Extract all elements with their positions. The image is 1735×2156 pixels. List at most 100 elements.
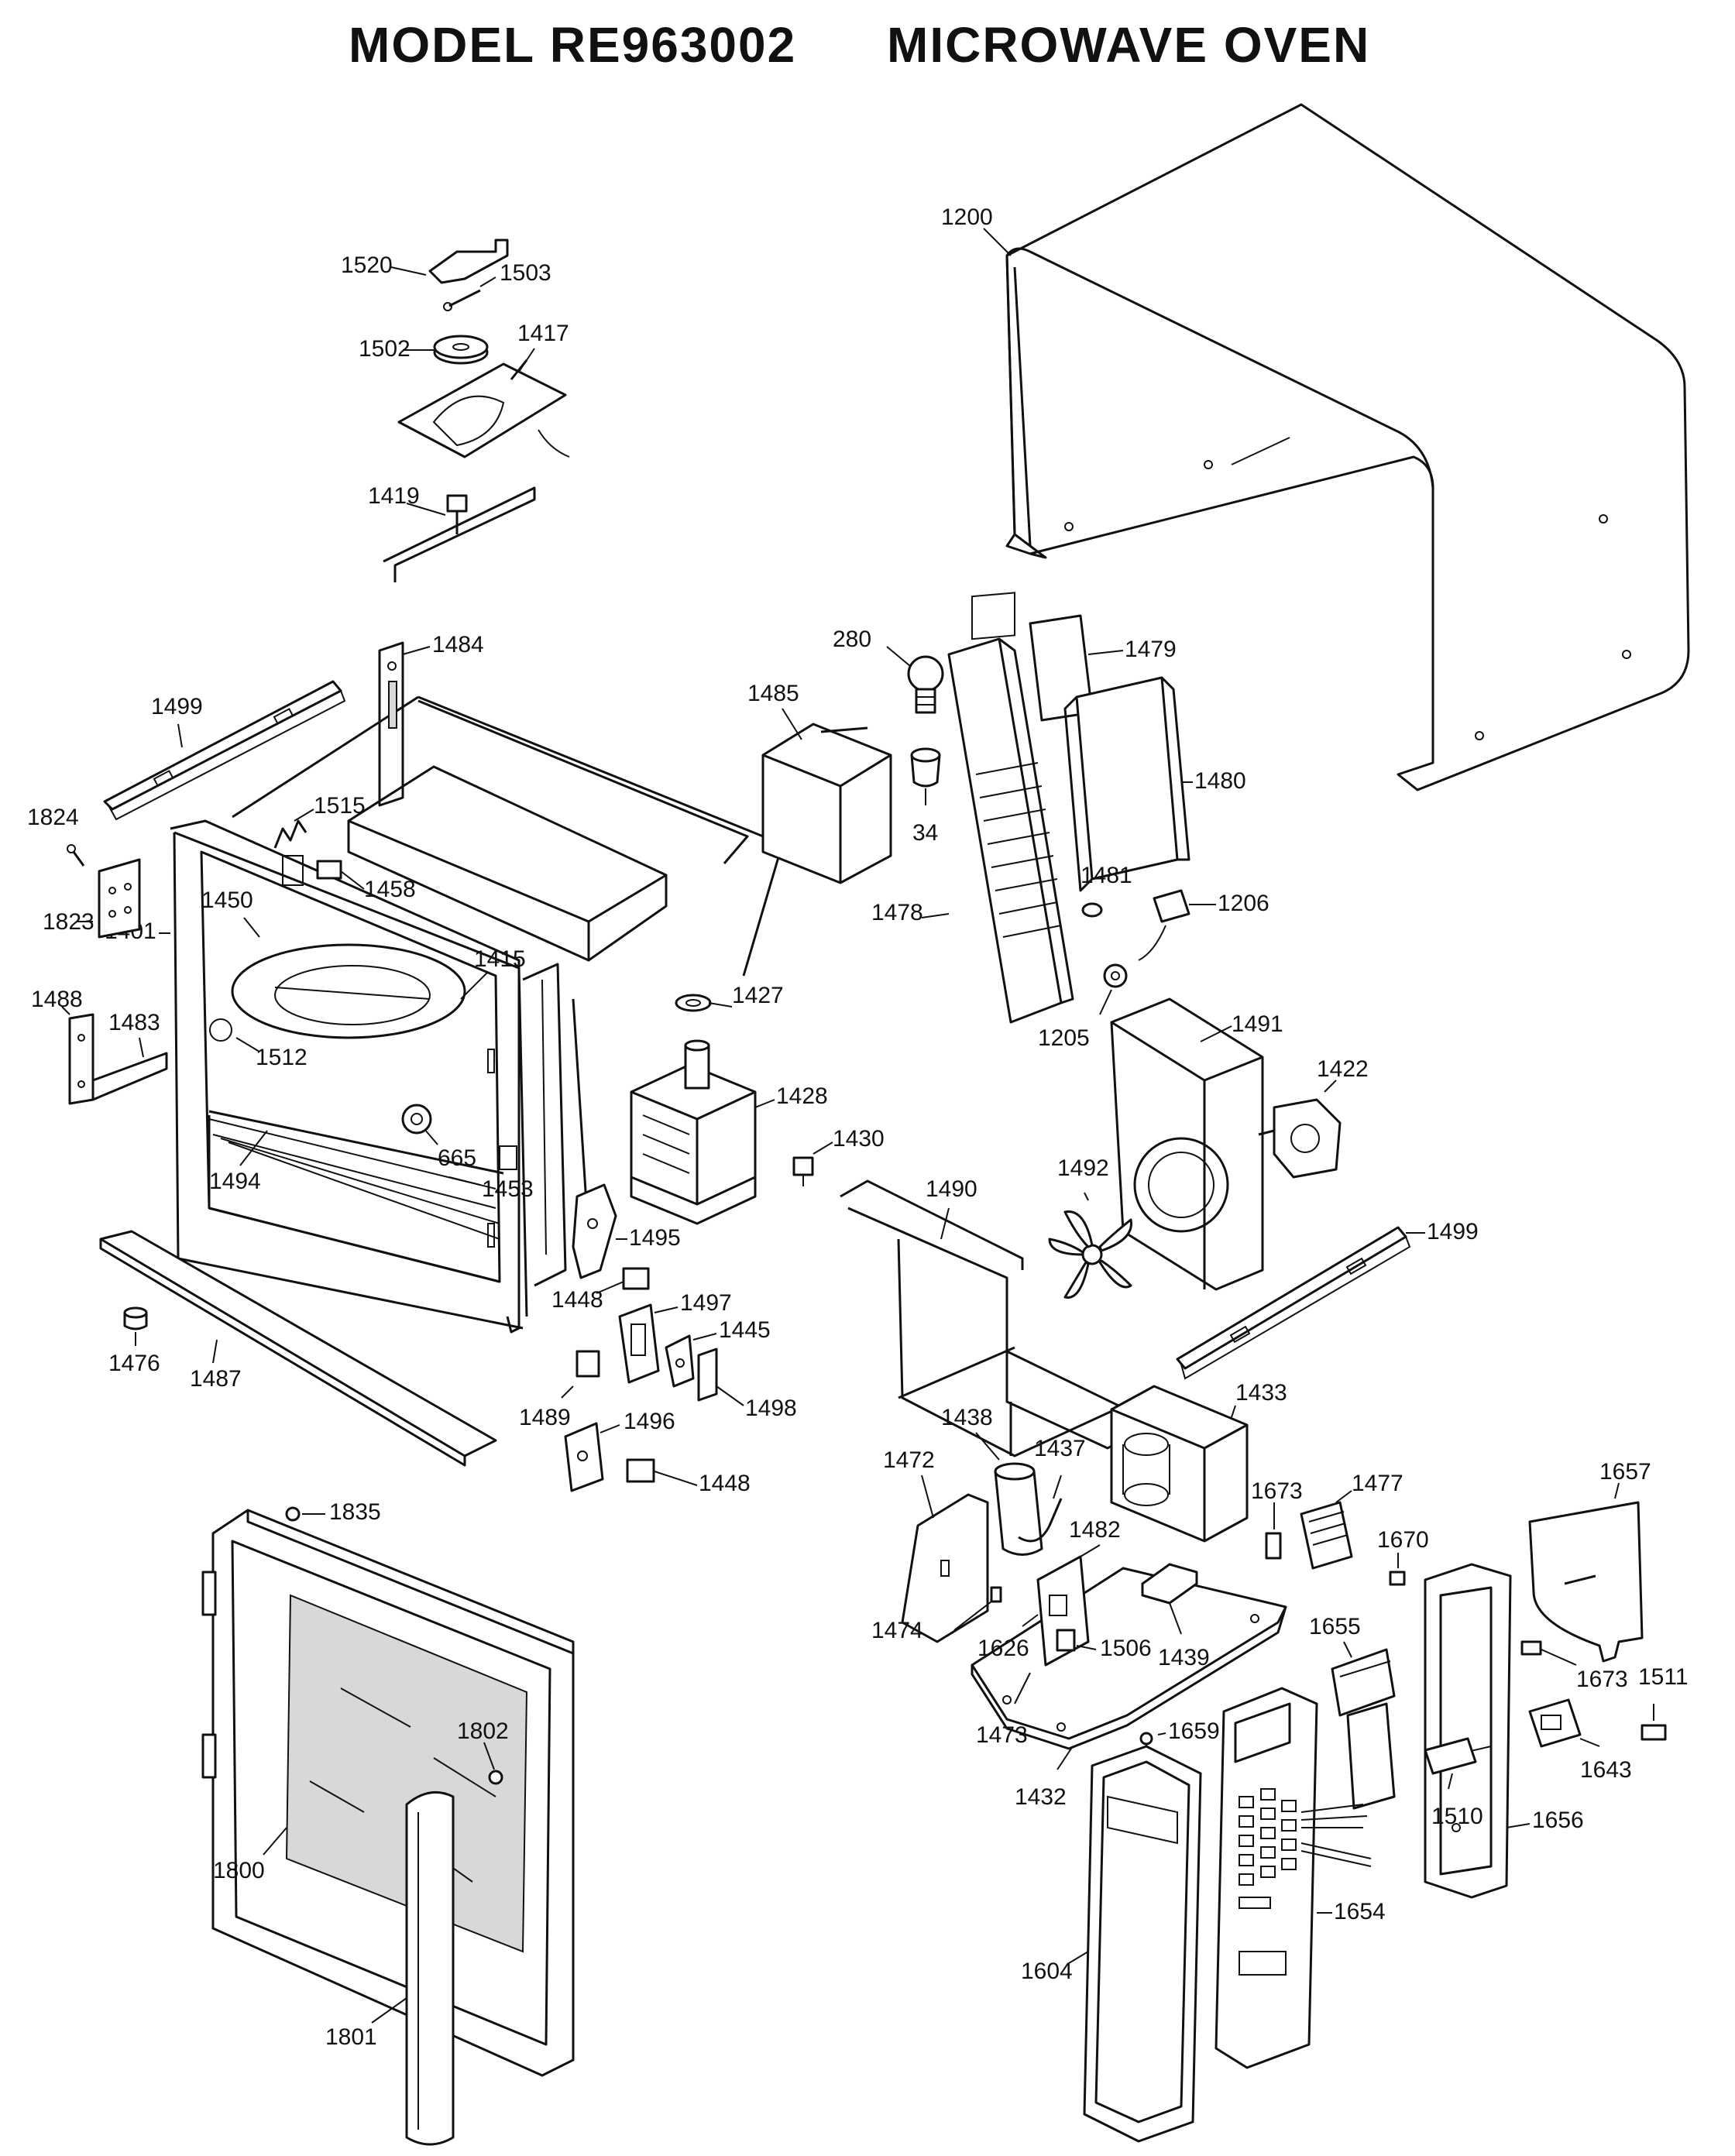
lamp-280[interactable] (907, 655, 944, 714)
switch-1489[interactable] (575, 1350, 600, 1378)
label-1487: 1487 (190, 1366, 242, 1392)
label-1485: 1485 (747, 681, 799, 706)
foot-1476[interactable] (123, 1306, 148, 1330)
pin-1474[interactable] (990, 1586, 1002, 1603)
switch-lever-1445[interactable] (665, 1334, 695, 1388)
capacitor-bracket-1437[interactable] (1018, 1498, 1063, 1543)
pin-1503[interactable] (443, 289, 481, 311)
door-handle-1801[interactable] (405, 1790, 455, 2146)
label-1488: 1488 (31, 987, 83, 1012)
label-1654: 1654 (1334, 1899, 1386, 1924)
bracket-1472[interactable] (901, 1493, 989, 1643)
stirrer-motor-plate-1417[interactable] (397, 359, 570, 458)
bushing-1481[interactable] (1081, 902, 1103, 918)
magnetron-1428[interactable] (630, 1039, 757, 1225)
bracket-1498[interactable] (697, 1348, 718, 1402)
latch-1495[interactable] (572, 1183, 617, 1279)
lamp-socket-34[interactable] (910, 747, 941, 788)
label-1655: 1655 (1309, 1614, 1361, 1639)
label-1657: 1657 (1599, 1459, 1651, 1485)
rail-1499-right[interactable] (1176, 1226, 1411, 1380)
touch-panel-1654[interactable] (1214, 1687, 1372, 2069)
label-1422: 1422 (1317, 1056, 1369, 1082)
pulley-1502[interactable] (433, 335, 489, 365)
capacitor-1438[interactable] (994, 1462, 1043, 1556)
label-1835: 1835 (329, 1499, 381, 1525)
hinge-plate-1823[interactable] (98, 858, 141, 939)
switch-1448-lower[interactable] (626, 1458, 655, 1483)
duct-1480[interactable] (1063, 676, 1190, 892)
label-665: 665 (438, 1145, 476, 1171)
label-1604: 1604 (1021, 1959, 1073, 1984)
label-1801: 1801 (325, 2024, 377, 2050)
mounting-bracket-1520[interactable] (428, 239, 509, 284)
oven-cavity-1401[interactable] (170, 695, 784, 1334)
control-board-1655[interactable] (1331, 1648, 1396, 1810)
label-1503: 1503 (500, 260, 551, 286)
label-1496: 1496 (624, 1409, 675, 1434)
label-1515: 1515 (314, 793, 366, 819)
label-1510: 1510 (1431, 1804, 1483, 1829)
door-assembly-1800[interactable] (201, 1509, 575, 2077)
chassis-1490[interactable] (840, 1179, 1144, 1457)
label-1474: 1474 (871, 1618, 923, 1643)
label-1482: 1482 (1069, 1517, 1121, 1543)
label-1626: 1626 (977, 1636, 1029, 1661)
connector-1673-upper[interactable] (1265, 1532, 1282, 1560)
label-1502: 1502 (359, 336, 411, 362)
fan-motor-1422[interactable] (1258, 1098, 1342, 1179)
switch-1458[interactable] (316, 860, 342, 880)
label-1499-b: 1499 (1427, 1219, 1479, 1245)
screw-1824[interactable] (67, 844, 85, 867)
part-1511[interactable] (1641, 1724, 1667, 1741)
gasket-1427[interactable] (675, 994, 712, 1012)
label-1448-a: 1448 (551, 1287, 603, 1313)
label-1415: 1415 (474, 946, 526, 972)
thermal-cutout-1430[interactable] (792, 1156, 814, 1186)
fan-bracket-1491[interactable] (1110, 997, 1264, 1291)
bottom-plate-1487[interactable] (99, 1230, 497, 1467)
transformer-1433[interactable] (1110, 1385, 1249, 1543)
label-1200: 1200 (941, 204, 993, 230)
thermal-protector-1206[interactable] (1138, 889, 1190, 961)
label-1824: 1824 (27, 805, 79, 830)
label-1478: 1478 (871, 900, 923, 925)
terminal-block-1477[interactable] (1300, 1501, 1353, 1570)
label-1206: 1206 (1218, 891, 1269, 916)
control-frame-1656[interactable] (1424, 1563, 1512, 1899)
lamp-bracket-1478[interactable] (947, 592, 1074, 1024)
outer-cabinet[interactable] (1005, 103, 1690, 791)
front-trim-1604[interactable] (1083, 1745, 1202, 2143)
base-plate-1432[interactable] (971, 1567, 1287, 1750)
label-1473: 1473 (976, 1722, 1028, 1748)
shield-1657[interactable] (1528, 1501, 1644, 1663)
label-1437: 1437 (1034, 1436, 1086, 1461)
screw-1835[interactable] (285, 1506, 301, 1522)
switch-holder-1496[interactable] (564, 1422, 604, 1492)
stirrer-blade-1419[interactable] (383, 486, 536, 582)
fuse-holder-1439[interactable] (1141, 1563, 1198, 1605)
label-1205: 1205 (1038, 1025, 1090, 1051)
connector-1673-lower[interactable] (1520, 1640, 1542, 1656)
label-1494: 1494 (209, 1169, 261, 1194)
diode-bracket-1482[interactable] (1036, 1555, 1090, 1667)
spring-1515[interactable] (273, 819, 307, 849)
air-guide-1485[interactable] (761, 723, 892, 884)
switch-holder-1497[interactable] (618, 1303, 660, 1384)
bushing-1205[interactable] (1103, 963, 1128, 988)
label-1670: 1670 (1377, 1527, 1429, 1553)
bracket-1484[interactable] (378, 641, 404, 807)
rail-1499-left[interactable] (103, 680, 346, 821)
label-1506: 1506 (1100, 1636, 1152, 1661)
label-1656: 1656 (1532, 1808, 1584, 1833)
relay-1643[interactable] (1528, 1698, 1582, 1748)
label-1448-b: 1448 (699, 1471, 751, 1496)
connector-1510[interactable] (1424, 1737, 1477, 1775)
part-1670[interactable] (1389, 1571, 1406, 1586)
fan-blade-1492[interactable] (1048, 1210, 1133, 1299)
bracket-1483-1488[interactable] (68, 1013, 168, 1105)
switch-1448-upper[interactable] (622, 1267, 650, 1290)
label-1483: 1483 (108, 1010, 160, 1035)
product-title: MICROWAVE OVEN (887, 17, 1370, 73)
label-1490: 1490 (926, 1176, 977, 1202)
